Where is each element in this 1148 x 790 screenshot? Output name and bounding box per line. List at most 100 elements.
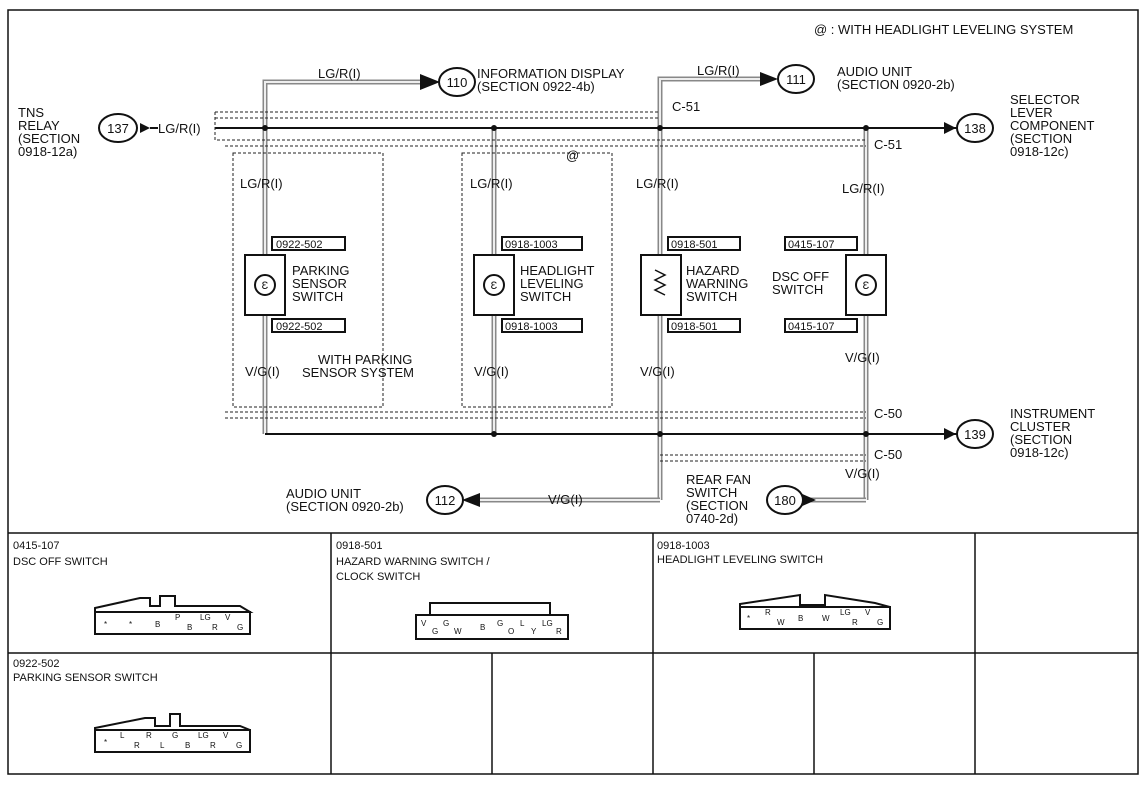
svg-text:SELECTOR: SELECTOR <box>1010 92 1080 107</box>
svg-text:SWITCH: SWITCH <box>772 282 823 297</box>
svg-text:(SECTION: (SECTION <box>1010 131 1072 146</box>
ref-110: 110 <box>438 67 476 97</box>
svg-text:Y: Y <box>531 627 537 636</box>
svg-text:110: 110 <box>447 75 468 90</box>
connector-housing <box>94 595 254 613</box>
svg-text:0922-502: 0922-502 <box>276 321 323 333</box>
tns-relay-label: TNS RELAY (SECTION 0918-12a) <box>18 105 80 159</box>
panel-parking-sensor-switch: 0922-502 PARKING SENSOR SWITCH * LR RL G… <box>13 658 251 753</box>
rear-fan-label: REAR FAN SWITCH (SECTION 0740-2d) <box>686 472 751 526</box>
svg-text:G: G <box>172 731 178 740</box>
connector-c50: C-50 <box>874 447 902 462</box>
wire-label: LG/R(I) <box>240 176 283 191</box>
svg-text:R: R <box>212 623 218 632</box>
svg-text:R: R <box>146 731 152 740</box>
svg-text:LEVELING: LEVELING <box>520 276 584 291</box>
resistor-icon <box>653 269 667 296</box>
svg-text:WITH PARKING: WITH PARKING <box>318 352 412 367</box>
connector-face <box>739 606 891 630</box>
svg-text:B: B <box>480 623 485 632</box>
svg-text:0415-107: 0415-107 <box>788 321 835 333</box>
svg-text:INSTRUMENT: INSTRUMENT <box>1010 406 1095 421</box>
instrument-cluster-label: INSTRUMENT CLUSTER (SECTION 0918-12c) <box>1010 406 1095 460</box>
connector-housing <box>429 602 551 615</box>
svg-text:0922-502: 0922-502 <box>13 658 60 670</box>
ref-139: 139 <box>956 419 994 449</box>
wire-label: LG/R(I) <box>636 176 679 191</box>
svg-text:(SECTION 0922-4b): (SECTION 0922-4b) <box>477 79 595 94</box>
svg-text:0918-12c): 0918-12c) <box>1010 144 1069 159</box>
wire-label: V/G(I) <box>548 492 583 507</box>
hazard-warning-switch: 0918-501 0918-501 HAZARD WARNING SWITCH <box>640 236 748 333</box>
svg-text:138: 138 <box>964 121 986 136</box>
svg-text:SWITCH: SWITCH <box>520 289 571 304</box>
svg-text:L: L <box>160 741 165 750</box>
svg-text:PARKING: PARKING <box>292 263 350 278</box>
svg-text:DSC OFF SWITCH: DSC OFF SWITCH <box>13 556 108 568</box>
svg-text:V: V <box>421 619 427 628</box>
svg-text:G: G <box>877 618 883 627</box>
panel-hazard-warning-switch: 0918-501 HAZARD WARNING SWITCH / CLOCK S… <box>336 540 569 640</box>
selector-lever-label: SELECTOR LEVER COMPONENT (SECTION 0918-1… <box>1010 92 1095 159</box>
svg-text:L: L <box>120 731 125 740</box>
svg-text:V: V <box>223 731 229 740</box>
svg-text:CLOCK SWITCH: CLOCK SWITCH <box>336 571 420 583</box>
svg-text:G: G <box>236 741 242 750</box>
arrow-180 <box>800 493 816 507</box>
ref-112: 112 <box>426 485 464 515</box>
wire-label: V/G(I) <box>474 364 509 379</box>
svg-text:PARKING SENSOR SWITCH: PARKING SENSOR SWITCH <box>13 672 158 684</box>
svg-text:0415-107: 0415-107 <box>788 239 835 251</box>
wire-label: LG/R(I) <box>697 63 740 78</box>
svg-text:RELAY: RELAY <box>18 118 60 133</box>
svg-text:V: V <box>225 613 231 622</box>
svg-text:(SECTION 0920-2b): (SECTION 0920-2b) <box>837 77 955 92</box>
wire-label: V/G(I) <box>640 364 675 379</box>
svg-text:LG: LG <box>542 619 553 628</box>
svg-text:(SECTION: (SECTION <box>18 131 80 146</box>
panel-dsc-off-switch: 0415-107 DSC OFF SWITCH * * B P B LG R V… <box>13 540 254 635</box>
ref-138: 138 <box>956 113 994 143</box>
svg-text:0918-1003: 0918-1003 <box>657 540 710 552</box>
svg-text:G: G <box>432 627 438 636</box>
svg-text:P: P <box>175 613 180 622</box>
svg-text:V: V <box>865 608 871 617</box>
wire-label: V/G(I) <box>245 364 280 379</box>
ref-137: 137 <box>98 113 138 143</box>
legend-note: @ : WITH HEADLIGHT LEVELING SYSTEM <box>814 22 1073 37</box>
svg-text:COMPONENT: COMPONENT <box>1010 118 1095 133</box>
svg-text:W: W <box>822 614 830 623</box>
svg-text:LG: LG <box>200 613 211 622</box>
svg-text:(SECTION: (SECTION <box>686 498 748 513</box>
svg-text:R: R <box>765 608 771 617</box>
svg-text:137: 137 <box>107 121 129 136</box>
connector-face <box>94 729 251 753</box>
arrow-138 <box>944 122 956 134</box>
svg-text:AUDIO UNIT: AUDIO UNIT <box>837 64 912 79</box>
svg-text:HEADLIGHT LEVELING SWITCH: HEADLIGHT LEVELING SWITCH <box>657 554 823 566</box>
svg-text:WARNING: WARNING <box>686 276 748 291</box>
svg-text:139: 139 <box>964 427 986 442</box>
svg-text:0918-501: 0918-501 <box>336 540 383 552</box>
connector-face <box>94 611 251 635</box>
headlight-system-box <box>461 152 613 408</box>
svg-text:(SECTION: (SECTION <box>1010 432 1072 447</box>
svg-text:(SECTION 0920-2b): (SECTION 0920-2b) <box>286 499 404 514</box>
svg-text:LEVER: LEVER <box>1010 105 1053 120</box>
svg-text:L: L <box>520 619 525 628</box>
wire-label: LG/R(I) <box>470 176 513 191</box>
svg-text:G: G <box>237 623 243 632</box>
ref-180: 180 <box>766 485 804 515</box>
svg-text:Ɛ: Ɛ <box>491 280 498 292</box>
connector-housing <box>94 713 251 731</box>
arrow-111 <box>760 72 778 86</box>
connector-c51: C-51 <box>672 99 700 114</box>
svg-text:B: B <box>155 620 160 629</box>
svg-text:REAR FAN: REAR FAN <box>686 472 751 487</box>
with-parking-label: WITH PARKING SENSOR SYSTEM <box>302 352 414 380</box>
svg-text:*: * <box>747 614 750 623</box>
svg-text:TNS: TNS <box>18 105 44 120</box>
svg-text:Ɛ: Ɛ <box>262 280 269 292</box>
